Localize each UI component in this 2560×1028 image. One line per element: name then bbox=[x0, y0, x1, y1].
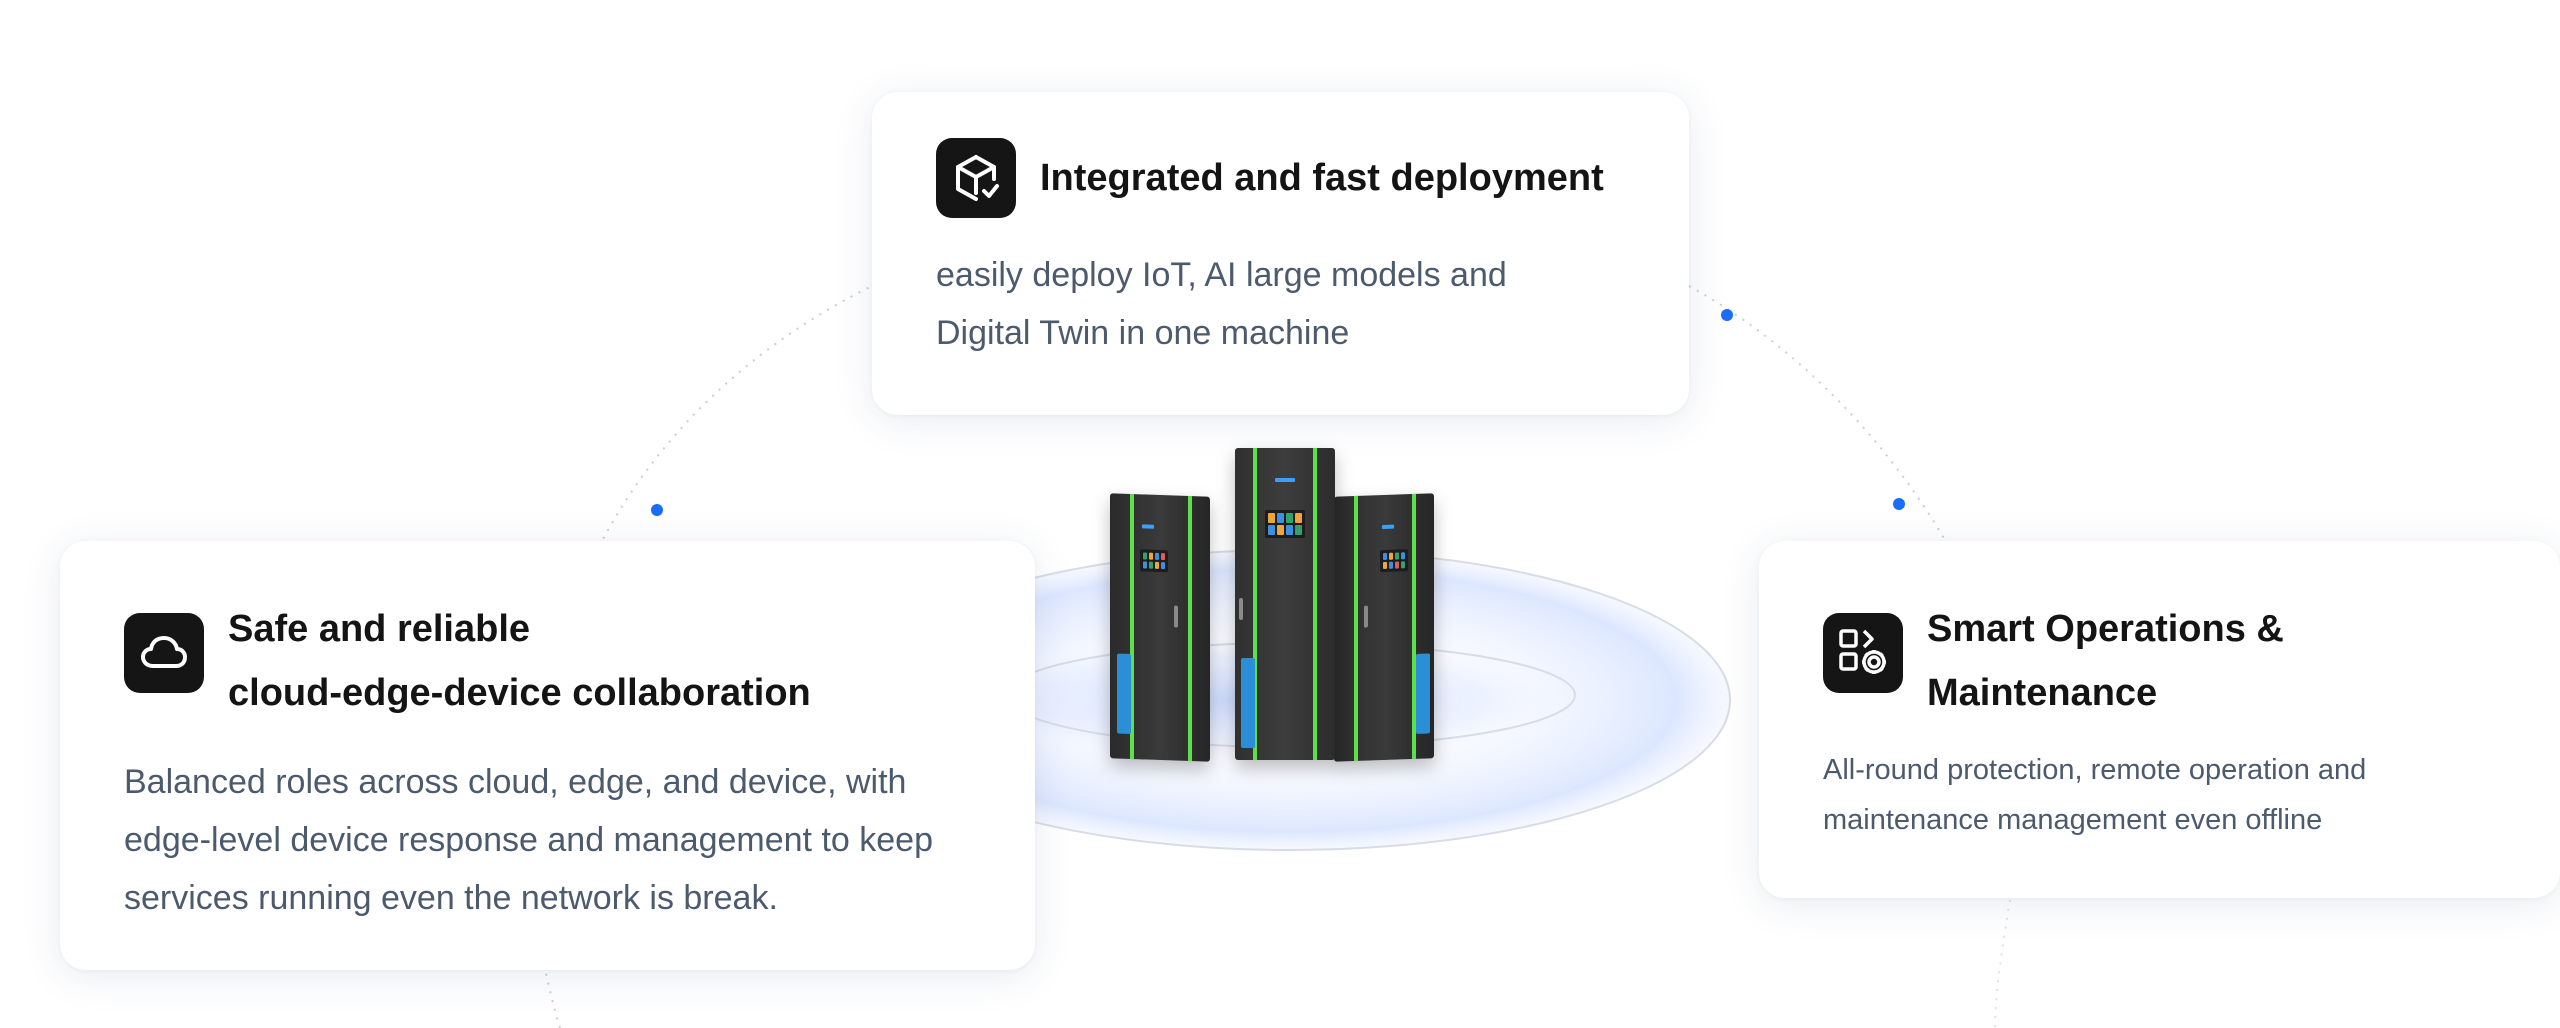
card-description: All-round protection, remote operation a… bbox=[1823, 745, 2496, 845]
apps-gear-icon bbox=[1823, 613, 1903, 693]
server-cabinet-left bbox=[1110, 493, 1210, 762]
orbit-dot-top-right bbox=[1721, 309, 1733, 321]
card-description: easily deploy IoT, AI large models and D… bbox=[936, 246, 1625, 362]
description-line: easily deploy IoT, AI large models and bbox=[936, 256, 1507, 294]
feature-card-deployment: Integrated and fast deployment easily de… bbox=[872, 92, 1689, 415]
card-description: Balanced roles across cloud, edge, and d… bbox=[124, 753, 971, 927]
card-title: Integrated and fast deployment bbox=[1040, 157, 1604, 199]
description-line: services running even the network is bre… bbox=[124, 879, 778, 917]
server-cabinets-illustration bbox=[1100, 440, 1460, 762]
orbit-dot-left bbox=[651, 504, 663, 516]
description-line: All-round protection, remote operation a… bbox=[1823, 754, 2367, 786]
title-line: Maintenance bbox=[1927, 672, 2158, 714]
title-line: cloud-edge-device collaboration bbox=[228, 672, 811, 714]
title-line: Safe and reliable bbox=[228, 608, 531, 650]
cube-check-icon bbox=[936, 138, 1016, 218]
feature-card-collaboration: Safe and reliable cloud-edge-device coll… bbox=[60, 541, 1035, 970]
card-title: Smart Operations & Maintenance bbox=[1927, 597, 2284, 725]
description-line: Balanced roles across cloud, edge, and d… bbox=[124, 763, 907, 801]
card-header: Integrated and fast deployment bbox=[936, 138, 1625, 218]
description-line: edge-level device response and managemen… bbox=[124, 821, 933, 859]
server-cabinet-center bbox=[1235, 448, 1335, 760]
description-line: Digital Twin in one machine bbox=[936, 314, 1350, 352]
card-title: Safe and reliable cloud-edge-device coll… bbox=[228, 597, 811, 725]
feature-card-operations: Smart Operations & Maintenance All-round… bbox=[1759, 541, 2560, 898]
orbit-arc-right bbox=[1688, 285, 2011, 701]
description-line: maintenance management even offline bbox=[1823, 804, 2323, 836]
orbit-dot-right bbox=[1893, 498, 1905, 510]
card-header: Smart Operations & Maintenance bbox=[1823, 597, 2496, 725]
cloud-icon bbox=[124, 613, 204, 693]
card-header: Safe and reliable cloud-edge-device coll… bbox=[124, 597, 971, 725]
server-cabinet-right bbox=[1334, 493, 1434, 762]
orbit-arc-bottom-right bbox=[1994, 899, 2011, 1028]
title-line: Smart Operations & bbox=[1927, 608, 2284, 650]
